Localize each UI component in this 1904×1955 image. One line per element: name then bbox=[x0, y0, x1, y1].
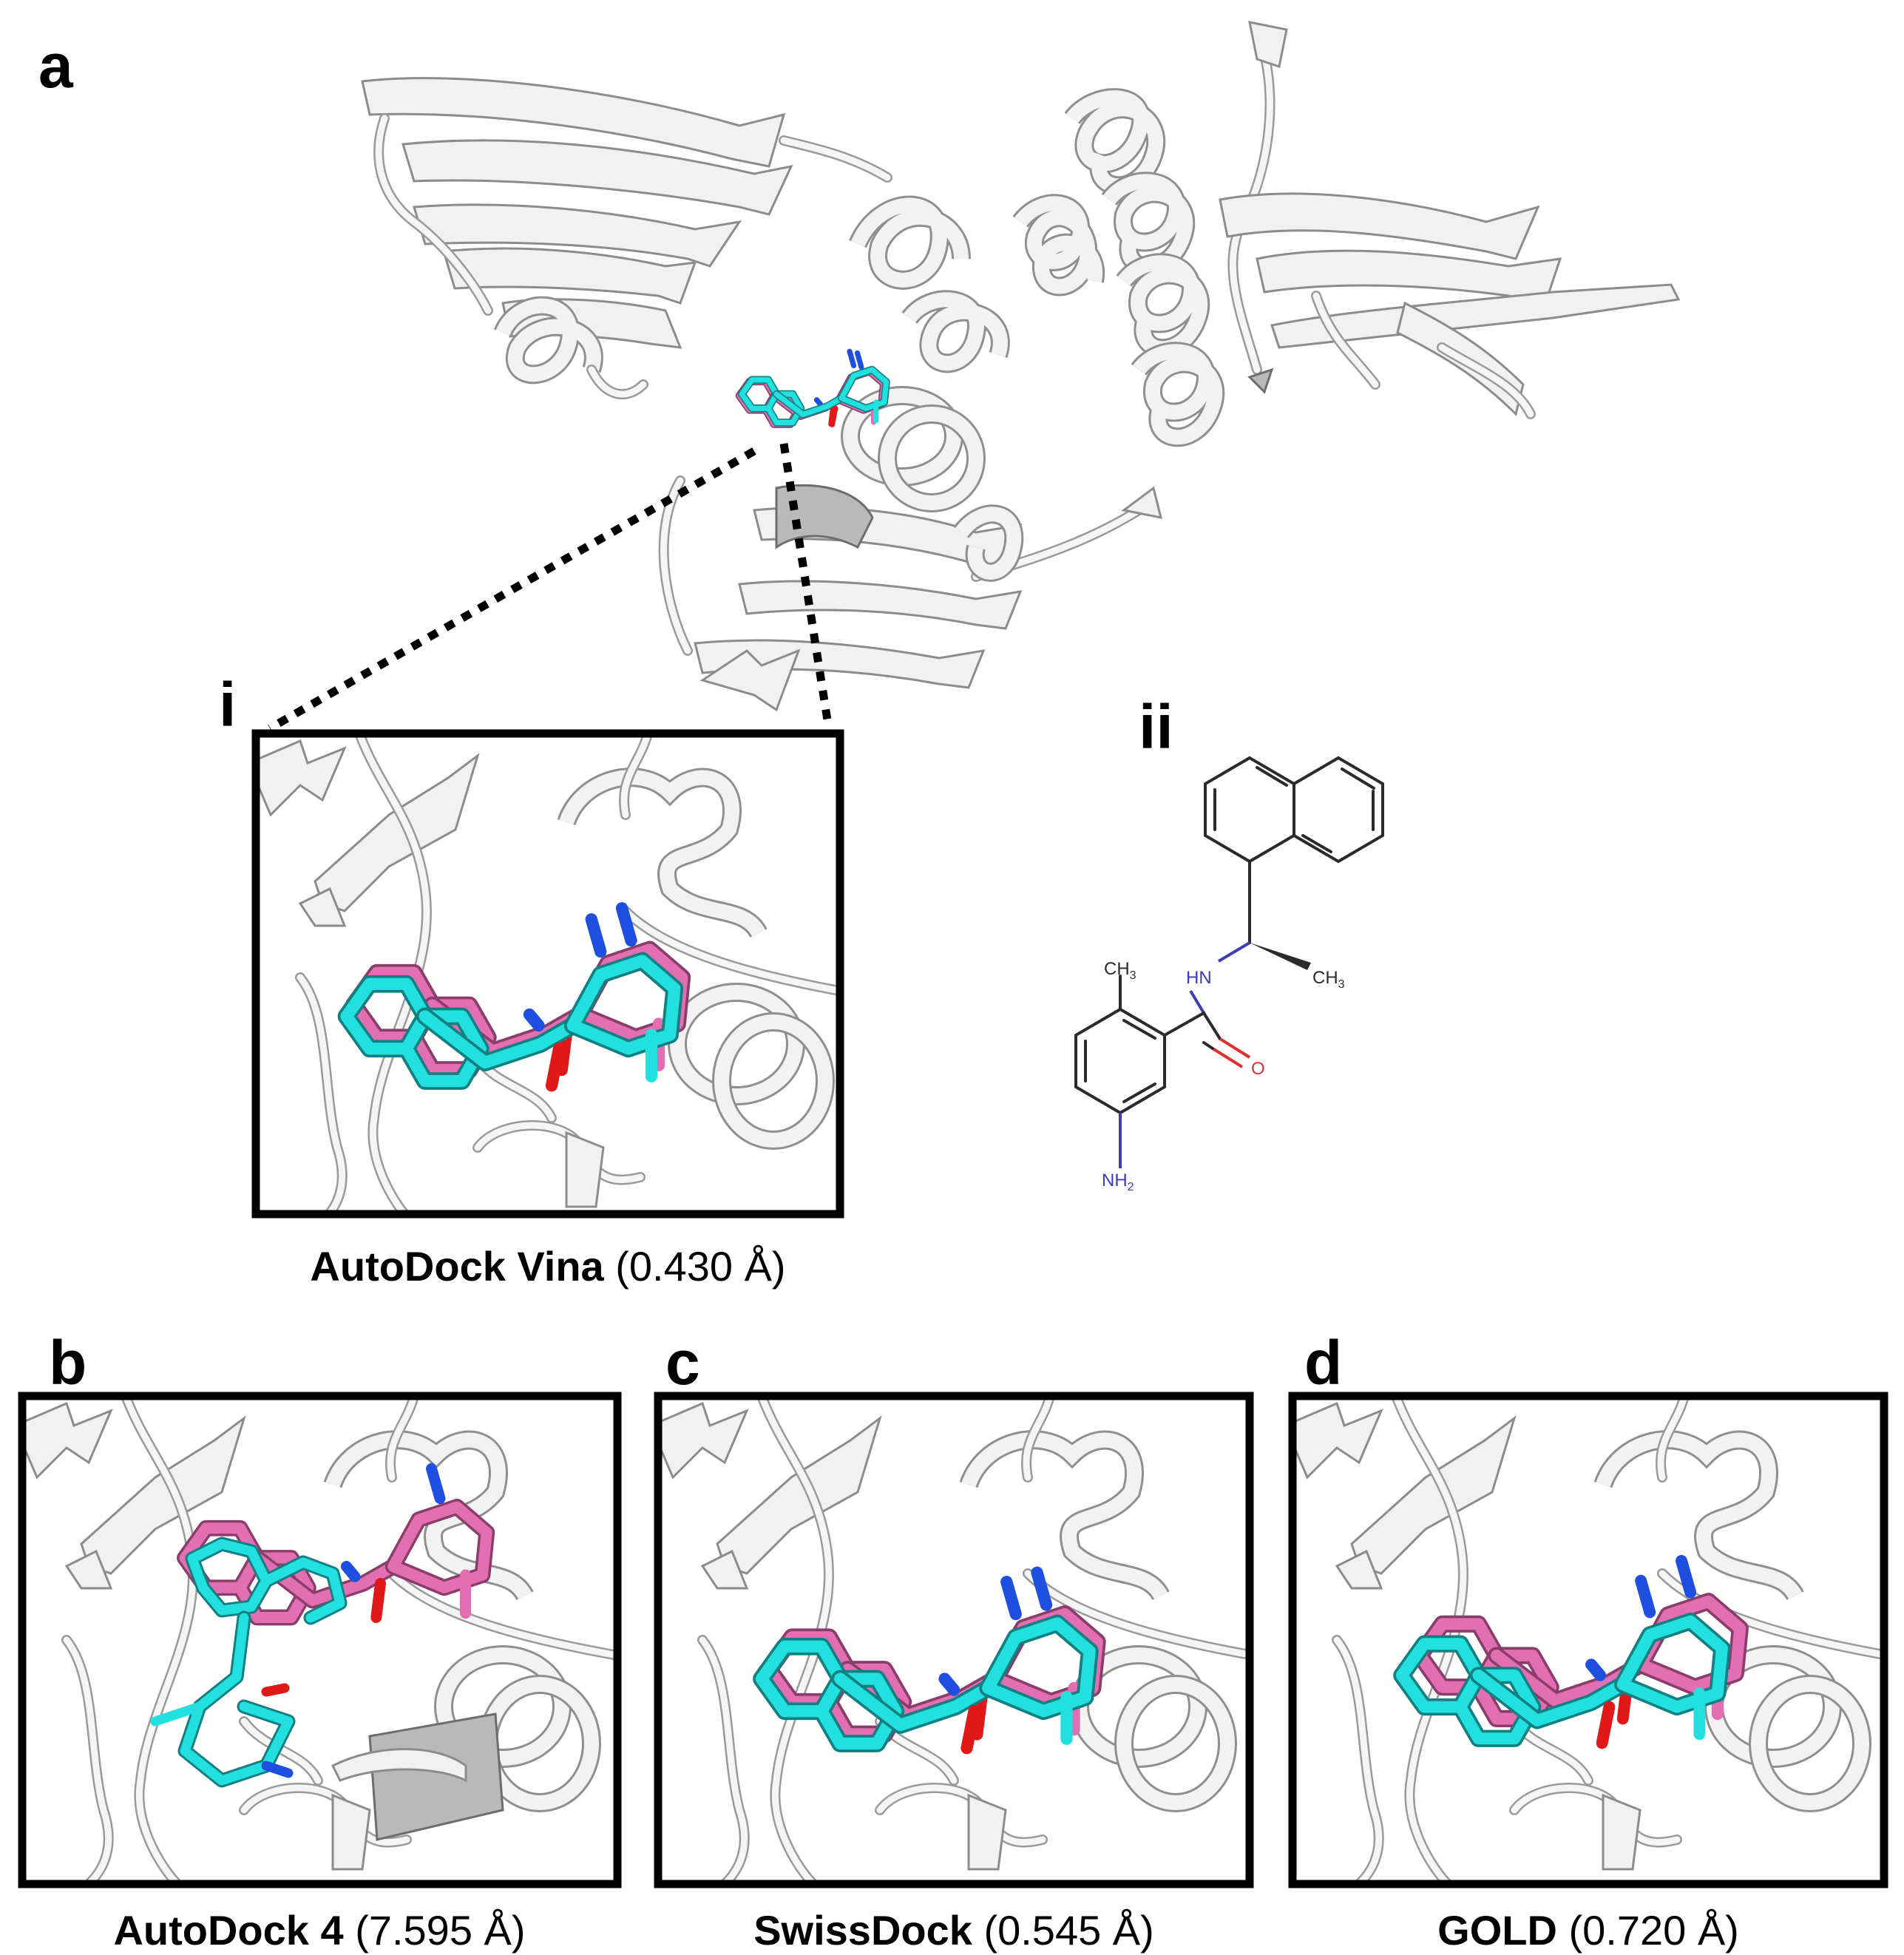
caption-b: AutoDock 4 (7.595 Å) bbox=[113, 1907, 525, 1954]
rmsd-value-c: (0.545 Å) bbox=[983, 1907, 1153, 1954]
atom-label-hn: HN bbox=[1186, 968, 1212, 988]
docked-pose-b bbox=[150, 1536, 348, 1788]
method-name-d: GOLD bbox=[1437, 1907, 1557, 1954]
atom-label-ch3-ring: CH3 bbox=[1104, 959, 1136, 982]
panel-label-c: c bbox=[665, 1328, 700, 1397]
rmsd-value-i: (0.430 Å) bbox=[615, 1243, 785, 1290]
atom-label-ch3-ring-sub: 3 bbox=[1130, 969, 1136, 982]
method-name-c: SwissDock bbox=[753, 1907, 973, 1954]
panel-b-inset bbox=[18, 1392, 622, 1888]
rmsd-value-d: (0.720 Å) bbox=[1568, 1907, 1738, 1954]
method-name-b: AutoDock 4 bbox=[113, 1907, 343, 1954]
caption-c: SwissDock (0.545 Å) bbox=[753, 1907, 1154, 1954]
atom-label-nh2-sub: 2 bbox=[1128, 1181, 1134, 1193]
panel-c-inset bbox=[654, 1392, 1254, 1888]
caption-d: GOLD (0.720 Å) bbox=[1437, 1907, 1739, 1954]
zoom-guide-lines bbox=[268, 443, 833, 732]
atom-label-ch3-chain: CH3 bbox=[1312, 968, 1345, 991]
panel-d-inset bbox=[1288, 1392, 1888, 1888]
atom-label-oxygen: O bbox=[1251, 1059, 1265, 1079]
atom-label-nh2-main: NH bbox=[1102, 1170, 1128, 1190]
protein-ribbon bbox=[361, 21, 1681, 712]
chemical-structure: CH3 HN CH3 O NH2 bbox=[1074, 756, 1384, 1193]
rmsd-value-b: (7.595 Å) bbox=[355, 1907, 525, 1954]
panel-label-ii: ii bbox=[1139, 692, 1173, 762]
panel-i-inset bbox=[251, 729, 844, 1219]
method-name-i: AutoDock Vina bbox=[310, 1243, 604, 1290]
atom-label-ch3-chain-main: CH bbox=[1312, 968, 1338, 988]
panel-label-a: a bbox=[38, 31, 74, 101]
atom-label-ch3-ring-main: CH bbox=[1104, 959, 1130, 979]
ligand-overview bbox=[739, 351, 887, 424]
panel-label-d: d bbox=[1304, 1328, 1342, 1397]
panel-label-i: i bbox=[219, 670, 236, 739]
atom-label-ch3-chain-sub: 3 bbox=[1338, 978, 1345, 991]
caption-i: AutoDock Vina (0.430 Å) bbox=[310, 1243, 785, 1290]
panel-label-b: b bbox=[49, 1328, 87, 1397]
atom-label-nh2: NH2 bbox=[1102, 1170, 1134, 1193]
